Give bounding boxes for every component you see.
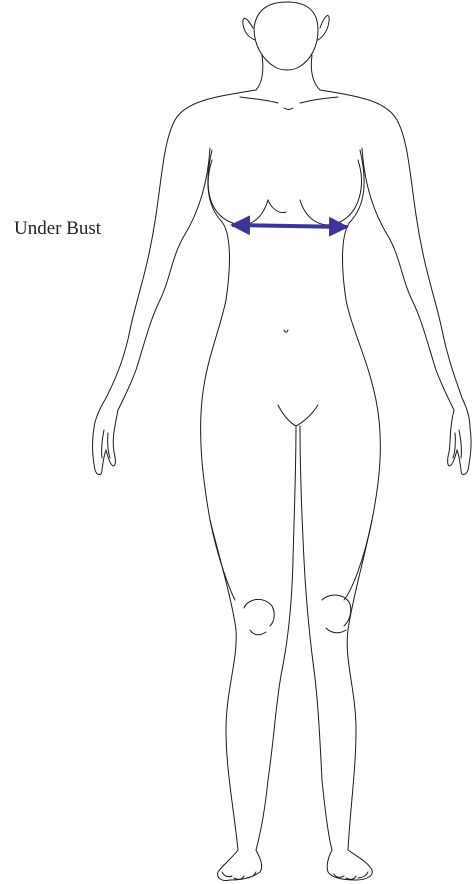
under-bust-measurement-arrow <box>232 225 347 227</box>
navel <box>284 330 288 332</box>
under-bust-label: Under Bust <box>14 217 101 241</box>
right-arm-inner <box>362 148 454 410</box>
left-shoulder-arm-outer <box>94 90 256 428</box>
neck-right <box>311 55 320 90</box>
female-body-outline <box>93 2 471 881</box>
collarbone-right <box>300 97 338 103</box>
collarbone-left <box>240 97 278 103</box>
right-ear <box>318 16 329 40</box>
left-toes <box>222 872 256 879</box>
torso-left-side <box>201 150 235 600</box>
inner-leg-left <box>256 426 296 850</box>
left-ear <box>243 18 255 40</box>
torso-right-side <box>343 150 381 600</box>
sternal-notch <box>284 108 293 110</box>
right-fingers <box>453 430 461 458</box>
right-breast <box>300 160 361 225</box>
left-foot <box>218 850 262 881</box>
right-knee <box>322 595 351 633</box>
left-knee <box>244 599 274 634</box>
right-leg-outer <box>347 520 372 850</box>
right-hand <box>448 410 471 475</box>
left-hand <box>93 410 118 475</box>
left-arm-inner <box>118 148 210 410</box>
left-fingers <box>102 430 110 458</box>
neck-left <box>256 55 263 90</box>
left-leg-outer <box>210 520 238 850</box>
pelvis-v <box>278 405 318 426</box>
head-outline <box>254 2 318 70</box>
chest-center <box>268 200 286 213</box>
inner-leg-right <box>300 426 332 850</box>
